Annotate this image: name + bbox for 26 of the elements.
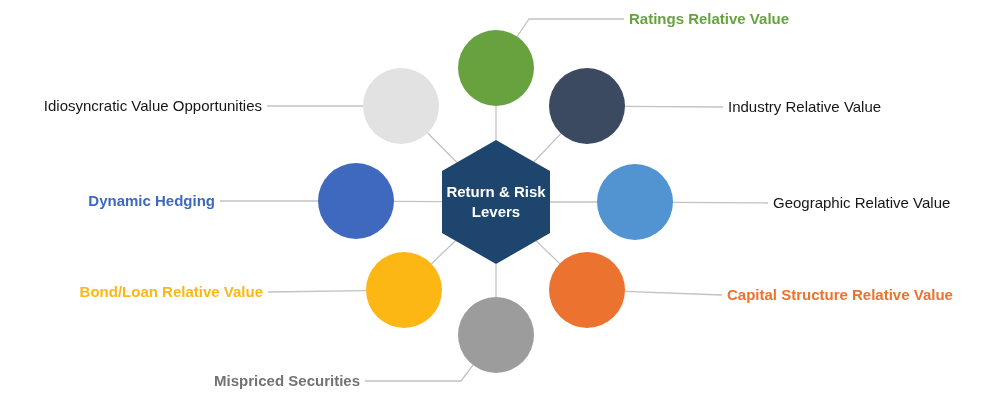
connector-line — [533, 132, 562, 163]
connector-line — [535, 240, 561, 265]
leader-line — [364, 364, 474, 382]
lever-label: Capital Structure Relative Value — [722, 286, 953, 304]
connector-line — [393, 200, 443, 203]
lever-label: Ratings Relative Value — [624, 10, 790, 28]
connector-line — [495, 263, 497, 298]
lever-label: Industry Relative Value — [723, 98, 882, 116]
lever-label: Bond/Loan Relative Value — [79, 283, 268, 301]
connector-line — [430, 240, 457, 265]
lever-label: Mispriced Securities — [214, 372, 365, 390]
leader-line — [672, 201, 769, 204]
leader-line — [624, 105, 724, 108]
hub-title: Return & Risk Levers — [445, 182, 547, 222]
leader-line — [219, 200, 319, 202]
lever-label: Dynamic Hedging — [88, 192, 220, 210]
connector-line — [495, 105, 497, 141]
lever-label: Idiosyncratic Value Opportunities — [43, 97, 267, 115]
leader-line — [516, 18, 625, 38]
leader-line — [266, 105, 364, 107]
leader-line — [267, 289, 367, 293]
connector-line — [549, 201, 598, 203]
lever-label: Geographic Relative Value — [768, 194, 951, 212]
leader-line — [624, 290, 723, 296]
hexagon-node — [442, 140, 550, 264]
connector-line — [427, 132, 458, 164]
